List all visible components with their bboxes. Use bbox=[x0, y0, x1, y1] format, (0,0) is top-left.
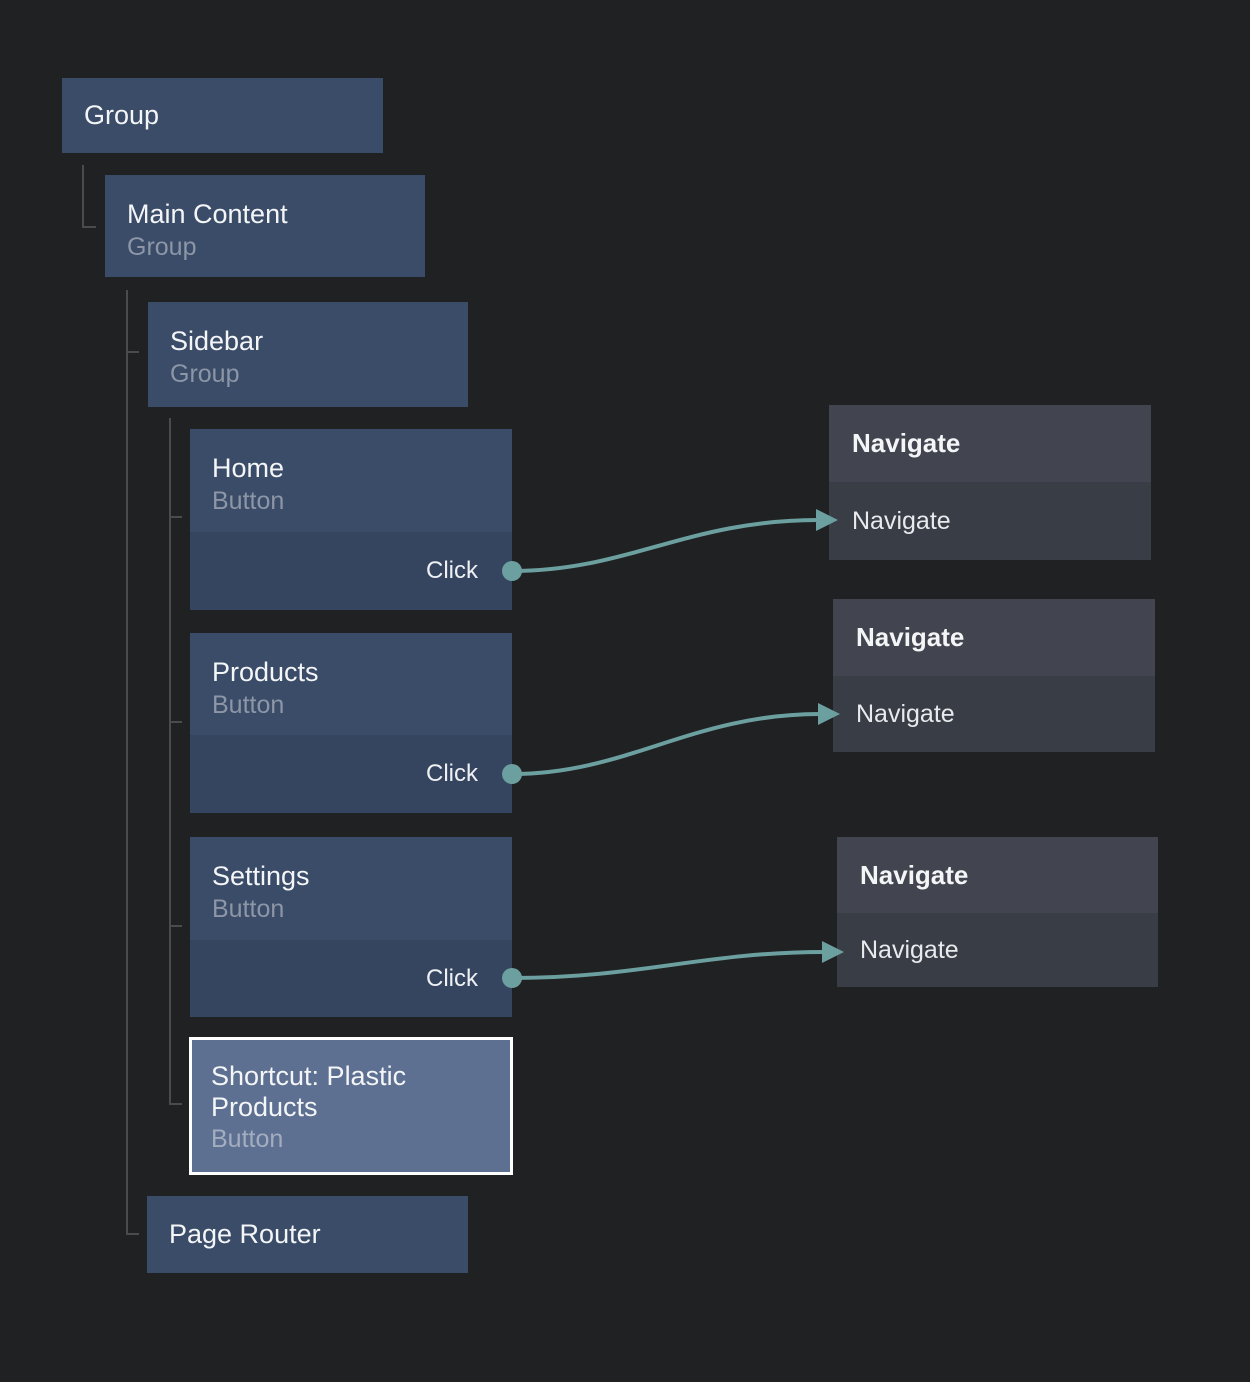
node-subtitle: Group bbox=[127, 233, 197, 261]
click-port-row: Click bbox=[190, 735, 512, 813]
node-title: Settings bbox=[212, 861, 310, 891]
action-body: Navigate bbox=[852, 506, 951, 535]
node-subtitle: Button bbox=[211, 1125, 284, 1153]
node-title: Sidebar bbox=[170, 326, 264, 356]
click-output-port[interactable] bbox=[502, 561, 522, 581]
node-header: Home Button bbox=[190, 429, 512, 532]
action-body: Navigate bbox=[856, 699, 955, 728]
click-port-row: Click bbox=[190, 532, 512, 610]
action-header: Navigate bbox=[833, 599, 1155, 676]
node-title: Main Content bbox=[127, 199, 288, 229]
node-subtitle: Group bbox=[170, 360, 240, 388]
node-title: Home bbox=[212, 453, 285, 483]
node-subtitle: Button bbox=[212, 691, 285, 719]
node-group[interactable]: Group bbox=[62, 78, 383, 153]
tree-line-group-children bbox=[82, 165, 96, 228]
click-port-label: Click bbox=[426, 964, 478, 992]
action-header: Navigate bbox=[837, 837, 1158, 913]
node-settings[interactable]: Settings Button Click bbox=[190, 837, 522, 1017]
click-port-label: Click bbox=[426, 760, 478, 787]
action-body: Navigate bbox=[860, 935, 959, 964]
node-main-content[interactable]: Main Content Group bbox=[105, 175, 425, 277]
node-shortcut-plastic-products[interactable]: Shortcut: Plastic Products Button bbox=[189, 1037, 513, 1175]
node-title: Group bbox=[84, 100, 160, 130]
tree-line-sidebar-children bbox=[169, 418, 182, 1105]
connector-home-click-navigate[interactable] bbox=[511, 518, 819, 573]
node-page-router[interactable]: Page Router bbox=[147, 1196, 468, 1273]
node-subtitle: Button bbox=[212, 895, 285, 923]
click-output-port[interactable] bbox=[502, 764, 522, 784]
node-sidebar[interactable]: Sidebar Group bbox=[148, 302, 468, 407]
node-header: Settings Button bbox=[190, 837, 512, 940]
node-header: Products Button bbox=[190, 633, 512, 735]
connector-settings-click-navigate[interactable] bbox=[511, 950, 825, 980]
action-header: Navigate bbox=[829, 405, 1151, 482]
node-title: Products bbox=[212, 657, 319, 687]
connector-products-click-navigate[interactable] bbox=[511, 712, 821, 776]
node-subtitle: Button bbox=[212, 487, 285, 515]
node-navigate-2[interactable]: Navigate Navigate bbox=[833, 599, 1155, 752]
node-title: Page Router bbox=[169, 1219, 321, 1249]
node-home[interactable]: Home Button Click bbox=[190, 429, 522, 610]
node-navigate-3[interactable]: Navigate Navigate bbox=[837, 837, 1158, 987]
node-navigate-1[interactable]: Navigate Navigate bbox=[829, 405, 1151, 560]
node-title: Shortcut: Plastic Products bbox=[211, 1061, 407, 1122]
node-products[interactable]: Products Button Click bbox=[190, 633, 522, 813]
tree-line-main-content-children bbox=[126, 290, 139, 1235]
click-port-row: Click bbox=[190, 940, 512, 1017]
connectors bbox=[511, 518, 825, 980]
click-port-label: Click bbox=[426, 557, 478, 584]
click-output-port[interactable] bbox=[502, 968, 522, 988]
